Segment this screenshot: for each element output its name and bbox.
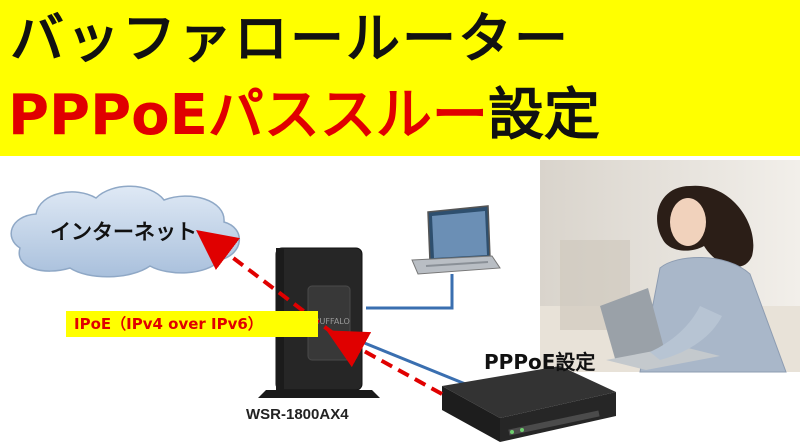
title-line-2: PPPoEパススルー設定 [8,80,600,152]
pppoe-label: PPPoE設定 [484,350,596,374]
router-model-label: WSR-1800AX4 [246,406,349,423]
title-line-1: バッファロールーター [10,7,570,70]
diagram-graphics: BUFFALO [10,160,800,442]
ethernet-link [351,274,491,396]
laptop-icon [411,205,501,275]
cloud-icon [10,185,241,278]
network-diagram: BUFFALO インターネット IPoE（IPv4 over IPv6） WSR… [0,156,800,445]
title-black-part: 設定 [487,83,600,148]
ipoe-label: IPoE（IPv4 over IPv6） [66,311,318,337]
woman-laptop-photo [540,160,800,373]
title-banner: バッファロールーター PPPoEパススルー設定 [0,0,800,156]
cloud-label: インターネット [50,220,197,244]
title-red-part: PPPoEパススルー [8,83,488,148]
network-device-icon [442,366,616,442]
svg-text:BUFFALO: BUFFALO [314,317,350,326]
